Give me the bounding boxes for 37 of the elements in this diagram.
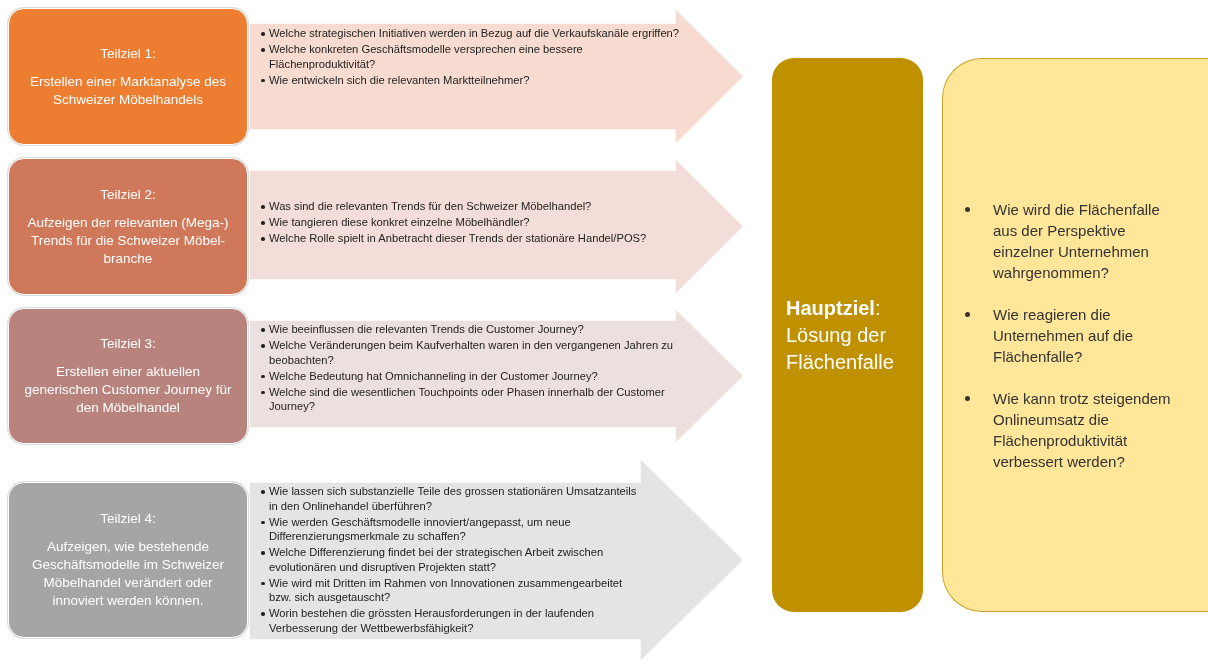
goal-heading: Teilziel 4: (100, 510, 156, 528)
bullet-text: Wie entwickeln sich die relevanten Marktteilnehmer? (269, 73, 530, 86)
bullet-text: Was sind die relevanten Trends für den Schweizer Möbelhandel? (269, 200, 592, 212)
goal-box (8, 158, 248, 295)
bullet-text: Wie wird die Flächenfalle aus der Perspektive einzelner Unternehmen wahrgenommen? (993, 200, 1160, 281)
goal-box (8, 482, 248, 638)
main-goal-box (772, 58, 923, 612)
question-banner (249, 308, 745, 444)
goal-description: Erstellen einer Marktanalyse des Schweizer Möbelhandels (29, 72, 227, 109)
bullet-text: Welche Veränderungen beim Kaufverhalten waren in den vergangenen Jahren zu beobachten? (269, 339, 674, 366)
bullet-text: Wie tangieren diese konkret einzelne Möbelhändler? (269, 216, 530, 228)
goal-heading: Teilziel 3: (100, 335, 156, 353)
goal-description: Erstellen einer aktuellen generischen Customer Journey für den Möbelhandel (23, 363, 233, 417)
bullet-text: Welche Rolle spielt in Anbetracht dieser Trends der stationäre Handel/POS? (269, 232, 647, 244)
bullet-text: Worin bestehen die grössten Herausforderungen in der laufenden Verbesserung der Wettbewerbsfähigkeit? (269, 607, 595, 634)
bullet-text: Welche konkreten Geschäftsmodelle versprechen eine bessere Flächenproduktivität? (269, 43, 583, 70)
bullet-text: Wie beeinflussen die relevanten Trends die Customer Journey? (269, 323, 584, 335)
bullet-text: Welche sind die wesentlichen Touchpoints oder Phasen innerhalb der Customer Journey? (269, 385, 665, 412)
bullet-text: Wie kann trotz steigendem Onlineumsatz die Flächenproduktivität verbessert werden? (993, 389, 1171, 470)
goal-heading: Teilziel 2: (100, 185, 156, 204)
question-banner (249, 458, 745, 662)
goal-heading: Teilziel 1: (100, 44, 156, 63)
bullet-text: Wie reagieren die Unternehmen auf die Flächenfalle? (993, 305, 1134, 365)
question-box (942, 58, 1208, 612)
goal-description: Aufzeigen der relevanten (Mega-) Trends für die Schweizer Möbel-branche (26, 213, 230, 268)
bullet-text: Welche Bedeutung hat Omnichanneling in der Customer Journey? (269, 369, 598, 382)
bullet-text: Welche Differenzierung findet bei der strategischen Arbeit zwischen evolutionären und disruptiven Projekten statt? (269, 546, 604, 573)
goal-box (8, 308, 248, 444)
bullet-text: Welche strategischen Initiativen werden in Bezug auf die Verkaufskanäle ergriffen? (269, 27, 680, 39)
bullet-text: Wie wird mit Dritten im Rahmen von Innovationen zusammengearbeitet bzw. sich ausgetauscht? (269, 576, 623, 603)
bullet-text: Wie lassen sich substanzielle Teile des grossen stationären Umsatzanteils in den Onlinehandel überführen? (269, 485, 637, 512)
goal-description: Aufzeigen, wie bestehende Geschäftsmodelle im Schweizer Möbelhandel verändert oder innoviert werden können. (30, 538, 226, 610)
bullet-text: Wie werden Geschäftsmodelle innoviert/angepasst, um neue Differenzierungsmerkmale zu schaffen? (269, 515, 571, 542)
goal-box (8, 8, 248, 145)
question-banner (249, 158, 745, 295)
main-goal-text: Hauptziel: Lösung der Flächenfalle (786, 295, 895, 375)
question-banner (249, 8, 745, 145)
